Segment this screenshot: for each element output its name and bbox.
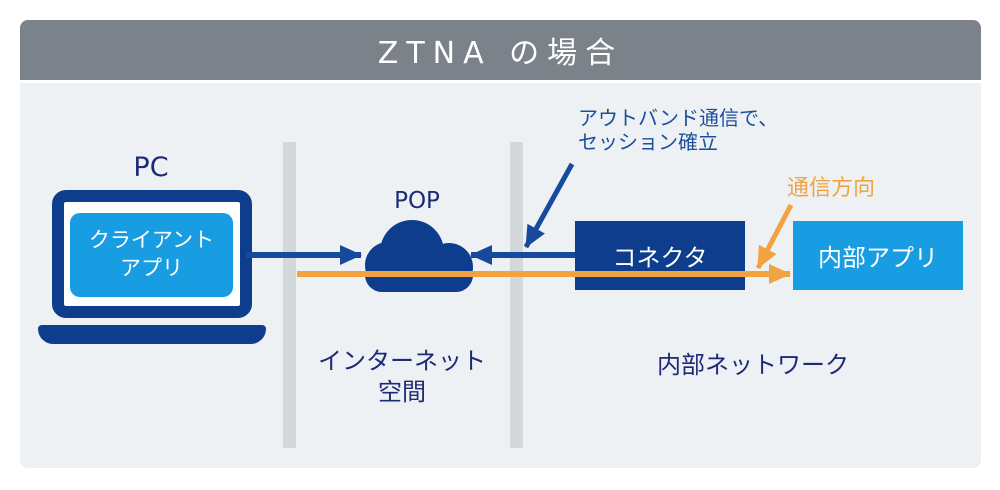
direction-annotation: 通信方向 [787, 176, 876, 201]
zone-divider-right [510, 142, 523, 448]
client-app-box: クライアント アプリ [70, 213, 233, 297]
zone-label-internet-line2: 空間 [378, 377, 426, 406]
zone-label-internet-line1: インターネット [318, 347, 486, 375]
connector-box: コネクタ [575, 221, 745, 290]
outofband-annotation-line2: セッション確立 [578, 130, 718, 155]
client-app-label-line2: アプリ [120, 256, 183, 280]
internal-app-box: 内部アプリ [793, 221, 963, 290]
outofband-annotation-line1: アウトバンド通信で、 [578, 106, 779, 130]
internal-app-label: 内部アプリ [818, 244, 938, 272]
zone-divider-left [283, 142, 296, 448]
pop-label: POP [394, 188, 440, 214]
diagram-title-bar: ZTNA の場合 [20, 20, 981, 80]
laptop-base-icon [38, 325, 266, 344]
pc-label: PC [133, 152, 169, 183]
zone-label-internet: インターネット 空間 [318, 346, 486, 407]
zone-label-internal-network: 内部ネットワーク [657, 351, 849, 379]
diagram-title: ZTNA の場合 [377, 36, 624, 71]
connector-label: コネクタ [612, 244, 708, 272]
outofband-annotation: アウトバンド通信で、 セッション確立 [578, 106, 778, 155]
client-app-label-line1: クライアント [88, 228, 215, 253]
